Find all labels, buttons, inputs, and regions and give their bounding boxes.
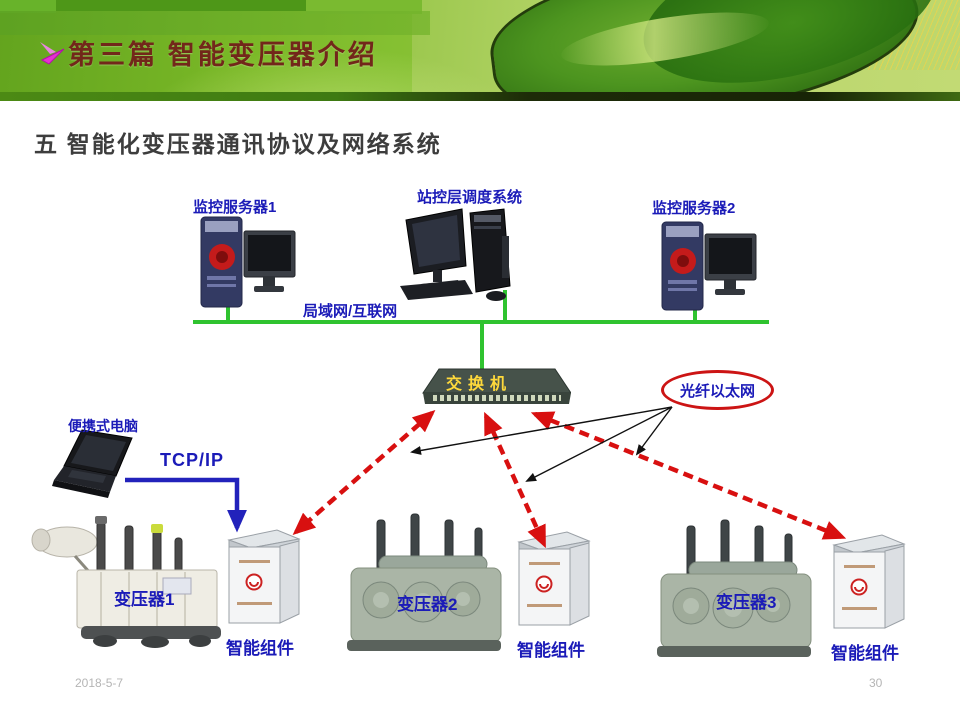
header-title: 第三篇 智能变压器介绍: [68, 40, 378, 70]
magenta-arrow-icon: [40, 42, 65, 65]
server1-graphic: [195, 213, 297, 316]
header-deco-block: [0, 0, 56, 13]
fiber-ethernet-label: 光纤以太网: [679, 382, 755, 400]
transformer3-label: 变压器3: [716, 593, 777, 612]
section-title: 五 智能化变压器通讯协议及网络系统: [34, 132, 442, 157]
smart-cabinet3-graphic: [830, 529, 906, 638]
transformer1-graphic: [25, 508, 223, 655]
dispatch-computer-graphic: [398, 206, 530, 309]
footer-date: 2018-5-7: [75, 676, 124, 690]
switch-graphic: [421, 366, 572, 417]
header-deco-block: [56, 0, 306, 11]
transformer2-graphic: [333, 512, 511, 663]
dispatch-label: 站控层调度系统: [417, 189, 523, 206]
slide-header: 第三篇 智能变压器介绍: [0, 0, 960, 101]
server2-graphic: [656, 218, 758, 319]
header-deco-block: [306, 0, 422, 14]
laptop-graphic: [52, 428, 144, 513]
transformer3-graphic: [643, 518, 821, 669]
transformer1-label: 变压器1: [114, 590, 175, 609]
laptop-label: 便携式电脑: [68, 418, 138, 434]
server1-label: 监控服务器1: [193, 199, 277, 216]
header-deco-band: [0, 11, 430, 35]
header-glow: [120, 40, 540, 101]
fiber-ethernet-callout: 光纤以太网: [661, 370, 774, 410]
smart-component1-label: 智能组件: [226, 639, 294, 658]
smart-cabinet2-graphic: [515, 526, 591, 635]
tcpip-label: TCP/IP: [160, 450, 225, 470]
smart-component3-label: 智能组件: [831, 644, 899, 663]
transformer2-label: 变压器2: [397, 595, 458, 614]
page-number: 30: [869, 676, 883, 690]
header-bottom-strip: [0, 92, 960, 101]
server2-label: 监控服务器2: [652, 200, 736, 217]
switch-label: 交换机: [446, 376, 513, 393]
lan-label: 局域网/互联网: [303, 303, 398, 320]
smart-component2-label: 智能组件: [517, 641, 585, 660]
smart-cabinet1-graphic: [225, 524, 301, 633]
